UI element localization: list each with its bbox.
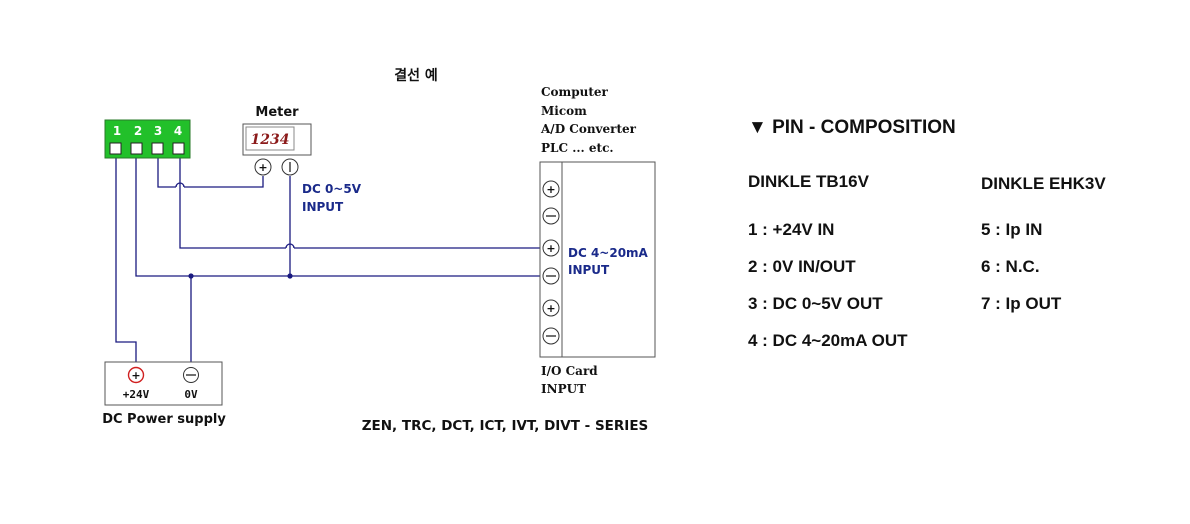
computer-label: PLC ... etc. — [541, 141, 614, 155]
wire-pin1-24v — [115, 154, 137, 364]
computer-label: Micom — [541, 104, 587, 118]
pin-label: 3 — [154, 124, 162, 138]
col1-title: DINKLE TB16V — [748, 172, 869, 191]
io-plus-terminal — [542, 180, 560, 198]
plus-sign: + — [546, 242, 555, 255]
plus-sign: + — [546, 183, 555, 196]
pin-item: 6 : N.C. — [981, 257, 1040, 276]
voltage-input-label: DC 0~5V — [302, 182, 362, 196]
meter-reading: 1234 — [251, 132, 290, 148]
terminal-screw — [172, 142, 185, 155]
terminal-screw — [130, 142, 143, 155]
computer-label: A/D Converter — [540, 122, 637, 136]
pin-item: 5 : Ip IN — [981, 220, 1043, 239]
current-input-label: INPUT — [568, 263, 610, 277]
psu-plus-terminal — [127, 366, 145, 384]
series-label: ZEN, TRC, DCT, ICT, IVT, DIVT - SERIES — [362, 418, 649, 434]
pin-label: 1 — [113, 124, 121, 138]
plus-sign: + — [258, 161, 267, 174]
wire-pin2-rail — [135, 154, 540, 277]
io-card-body — [539, 161, 656, 358]
psu-zero-label: 0V — [184, 388, 198, 401]
voltage-input-label: INPUT — [302, 200, 344, 214]
plus-sign: + — [131, 369, 140, 382]
computer-label: Computer — [541, 85, 609, 99]
io-plus-terminal — [542, 299, 560, 317]
terminal-block: 1 2 3 4 — [104, 119, 191, 159]
junction-dot — [287, 273, 293, 279]
meter: Meter 1234 + — [242, 105, 312, 176]
psu-plus-label: +24V — [123, 388, 150, 401]
pin-item: 7 : Ip OUT — [981, 294, 1062, 313]
terminal-screw — [109, 142, 122, 155]
pin-label: 4 — [174, 124, 182, 138]
pin-item: 1 : +24V IN — [748, 220, 835, 239]
pin-item: 4 : DC 4~20mA OUT — [748, 331, 908, 350]
power-supply-body — [104, 361, 223, 406]
meter-display — [245, 126, 295, 151]
meter-label: Meter — [255, 105, 299, 120]
junction-dot — [188, 273, 194, 279]
pin-composition-heading: ▼ PIN - COMPOSITION — [748, 117, 956, 138]
terminal-screw — [151, 142, 164, 155]
diagram-title: 결선 예 — [394, 67, 438, 84]
pin-item: 3 : DC 0~5V OUT — [748, 294, 883, 313]
pin-composition-panel: ▼ PIN - COMPOSITION DINKLE TB16V DINKLE … — [748, 114, 1178, 374]
io-plus-terminal — [542, 239, 560, 257]
wires — [115, 154, 540, 364]
power-supply: + +24V 0V — [104, 361, 223, 406]
io-card-label: INPUT — [541, 382, 586, 396]
io-terminals: + + + — [542, 180, 560, 345]
meter-plus-terminal — [254, 158, 272, 176]
wire-pin3-b — [184, 176, 264, 188]
power-supply-label: DC Power supply — [102, 412, 226, 427]
pin-label: 2 — [134, 124, 142, 138]
pin-item: 2 : 0V IN/OUT — [748, 257, 856, 276]
current-input-label: DC 4~20mA — [568, 246, 649, 260]
io-card: + + + DC 4~20mA INPUT — [539, 161, 656, 358]
plus-sign: + — [546, 302, 555, 315]
col2-title: DINKLE EHK3V — [981, 174, 1106, 193]
wire-pin4-a — [179, 154, 286, 249]
wire-pin3-a — [157, 154, 176, 188]
io-card-label: I/O Card — [541, 364, 598, 378]
